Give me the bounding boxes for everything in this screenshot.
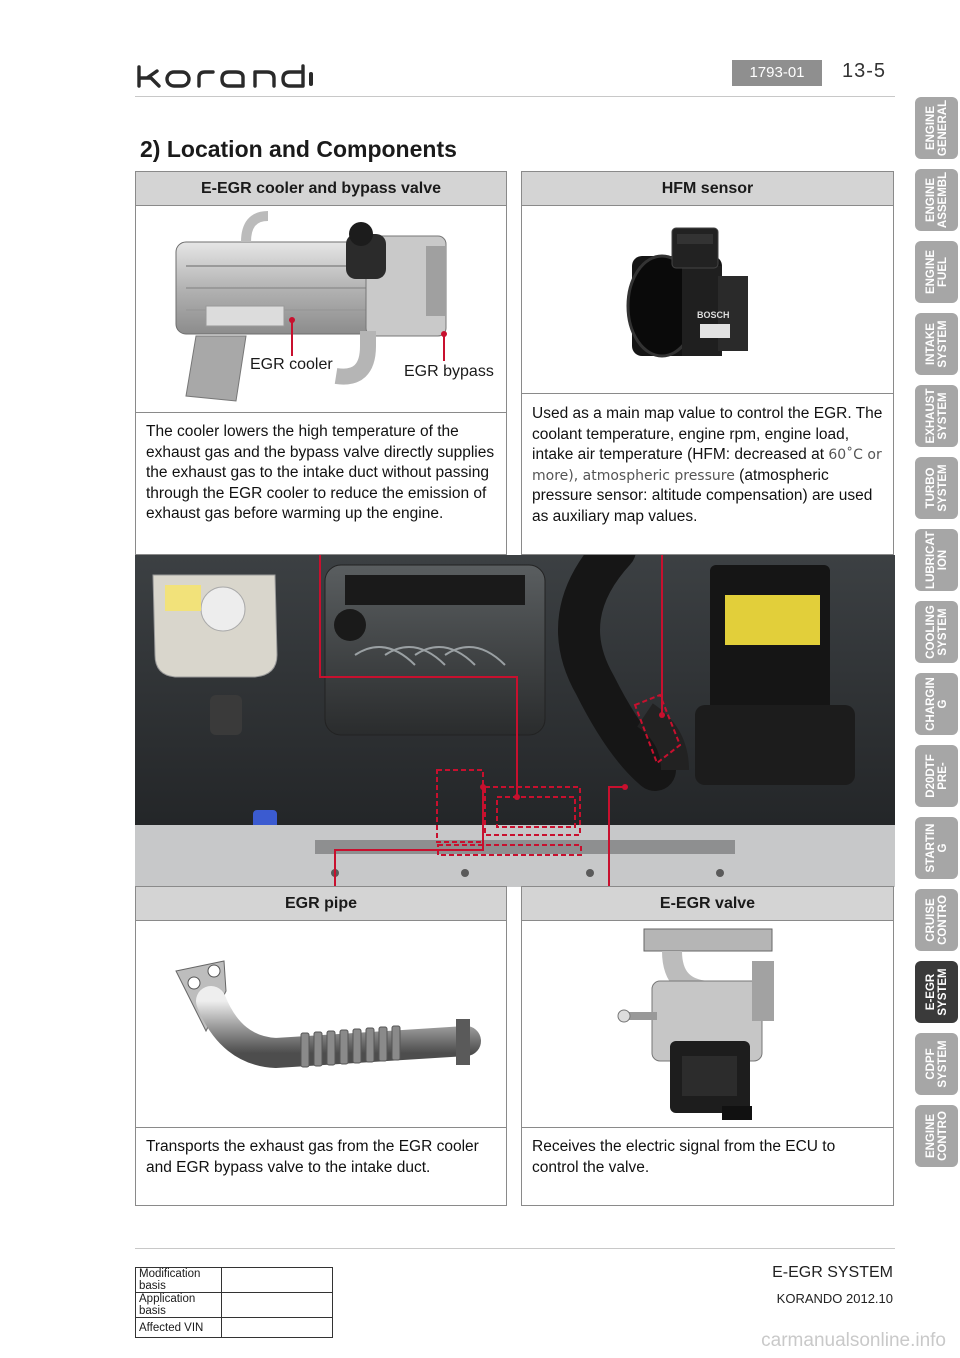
egr-valve-box: E-EGR valve Receives the electric signal… (521, 886, 894, 1206)
engine-bay-image (135, 555, 895, 887)
section-title: 2) Location and Components (140, 136, 457, 162)
footer-model-date: KORANDO 2012.10 (776, 1291, 893, 1306)
tab-intake-system[interactable]: INTAKE SYSTEM (915, 313, 958, 375)
hfm-sensor-image: BOSCH (522, 206, 893, 394)
tab-engine-general[interactable]: ENGINE GENERAL (915, 97, 958, 159)
watermark: carmanualsonline.info (761, 1330, 946, 1351)
egr-cooler-image: EGR cooler EGR bypass (136, 206, 506, 413)
modification-basis-value (221, 1267, 333, 1293)
affected-vin-label: Affected VIN (135, 1317, 222, 1338)
tab-lubrication[interactable]: LUBRICAT ION (915, 529, 958, 591)
egr-valve-description: Receives the electric signal from the EC… (532, 1138, 836, 1176)
modification-basis-label: Modification basis (135, 1267, 222, 1293)
egr-pipe-box: EGR pipe Transports the exhaust gas from… (135, 886, 507, 1206)
table-row: Modification basis (135, 1267, 333, 1293)
affected-vin-value (221, 1317, 333, 1338)
hfm-sensor-title: HFM sensor (522, 172, 893, 206)
egr-cooler-callout-label: EGR cooler (250, 356, 333, 374)
bosch-brand-label: BOSCH (697, 310, 730, 320)
document-code-badge: 1793-01 (732, 60, 822, 86)
egr-pipe-title: EGR pipe (136, 887, 506, 921)
hfm-description-part1: Used as a main map value to control the … (532, 405, 883, 463)
egr-pipe-image (136, 921, 506, 1128)
application-basis-label: Application basis (135, 1292, 222, 1318)
hfm-sensor-box: HFM sensor BOSCH Used as a main map valu… (521, 171, 894, 555)
tab-starting[interactable]: STARTIN G (915, 817, 958, 879)
tab-cruise-control[interactable]: CRUISE CONTRO (915, 889, 958, 951)
hfm-description-part2: 60˚C or more), atmospheric pressure (532, 447, 882, 484)
tab-e-egr-system[interactable]: E-EGR SYSTEM (915, 961, 958, 1023)
header-divider (135, 96, 895, 97)
egr-cooler-description: The cooler lowers the high temperature o… (146, 423, 495, 522)
modification-table: Modification basis Application basis Aff… (135, 1267, 333, 1338)
tab-turbo-system[interactable]: TURBO SYSTEM (915, 457, 958, 519)
tab-engine-control[interactable]: ENGINE CONTRO (915, 1105, 958, 1167)
tab-engine-assembly[interactable]: ENGINE ASSEMBL (915, 169, 958, 231)
egr-cooler-box: E-EGR cooler and bypass valve EGR cooler… (135, 171, 507, 555)
tab-engine-fuel[interactable]: ENGINE FUEL (915, 241, 958, 303)
tab-exhaust-system[interactable]: EXHAUST SYSTEM (915, 385, 958, 447)
page-number: 13-5 (842, 60, 887, 82)
hfm-sensor-description: Used as a main map value to control the … (532, 404, 885, 527)
footer-divider (135, 1248, 895, 1249)
korando-logo (137, 64, 313, 88)
table-row: Affected VIN (135, 1317, 333, 1338)
application-basis-value (221, 1292, 333, 1318)
egr-pipe-description: Transports the exhaust gas from the EGR … (146, 1138, 479, 1176)
tab-cooling-system[interactable]: COOLING SYSTEM (915, 601, 958, 663)
egr-cooler-title: E-EGR cooler and bypass valve (136, 172, 506, 206)
tab-cdpf-system[interactable]: CDPF SYSTEM (915, 1033, 958, 1095)
egr-bypass-callout-label: EGR bypass (404, 363, 494, 380)
footer-chapter-title: E-EGR SYSTEM (772, 1264, 893, 1281)
tab-d20dtf-pre[interactable]: D20DTF PRE- (915, 745, 958, 807)
hfm-description-part3: (atmospheric pressure sensor: altitude c… (532, 466, 873, 525)
table-row: Application basis (135, 1292, 333, 1318)
egr-valve-title: E-EGR valve (522, 887, 893, 921)
egr-valve-image (522, 921, 893, 1128)
tab-charging[interactable]: CHARGIN G (915, 673, 958, 735)
